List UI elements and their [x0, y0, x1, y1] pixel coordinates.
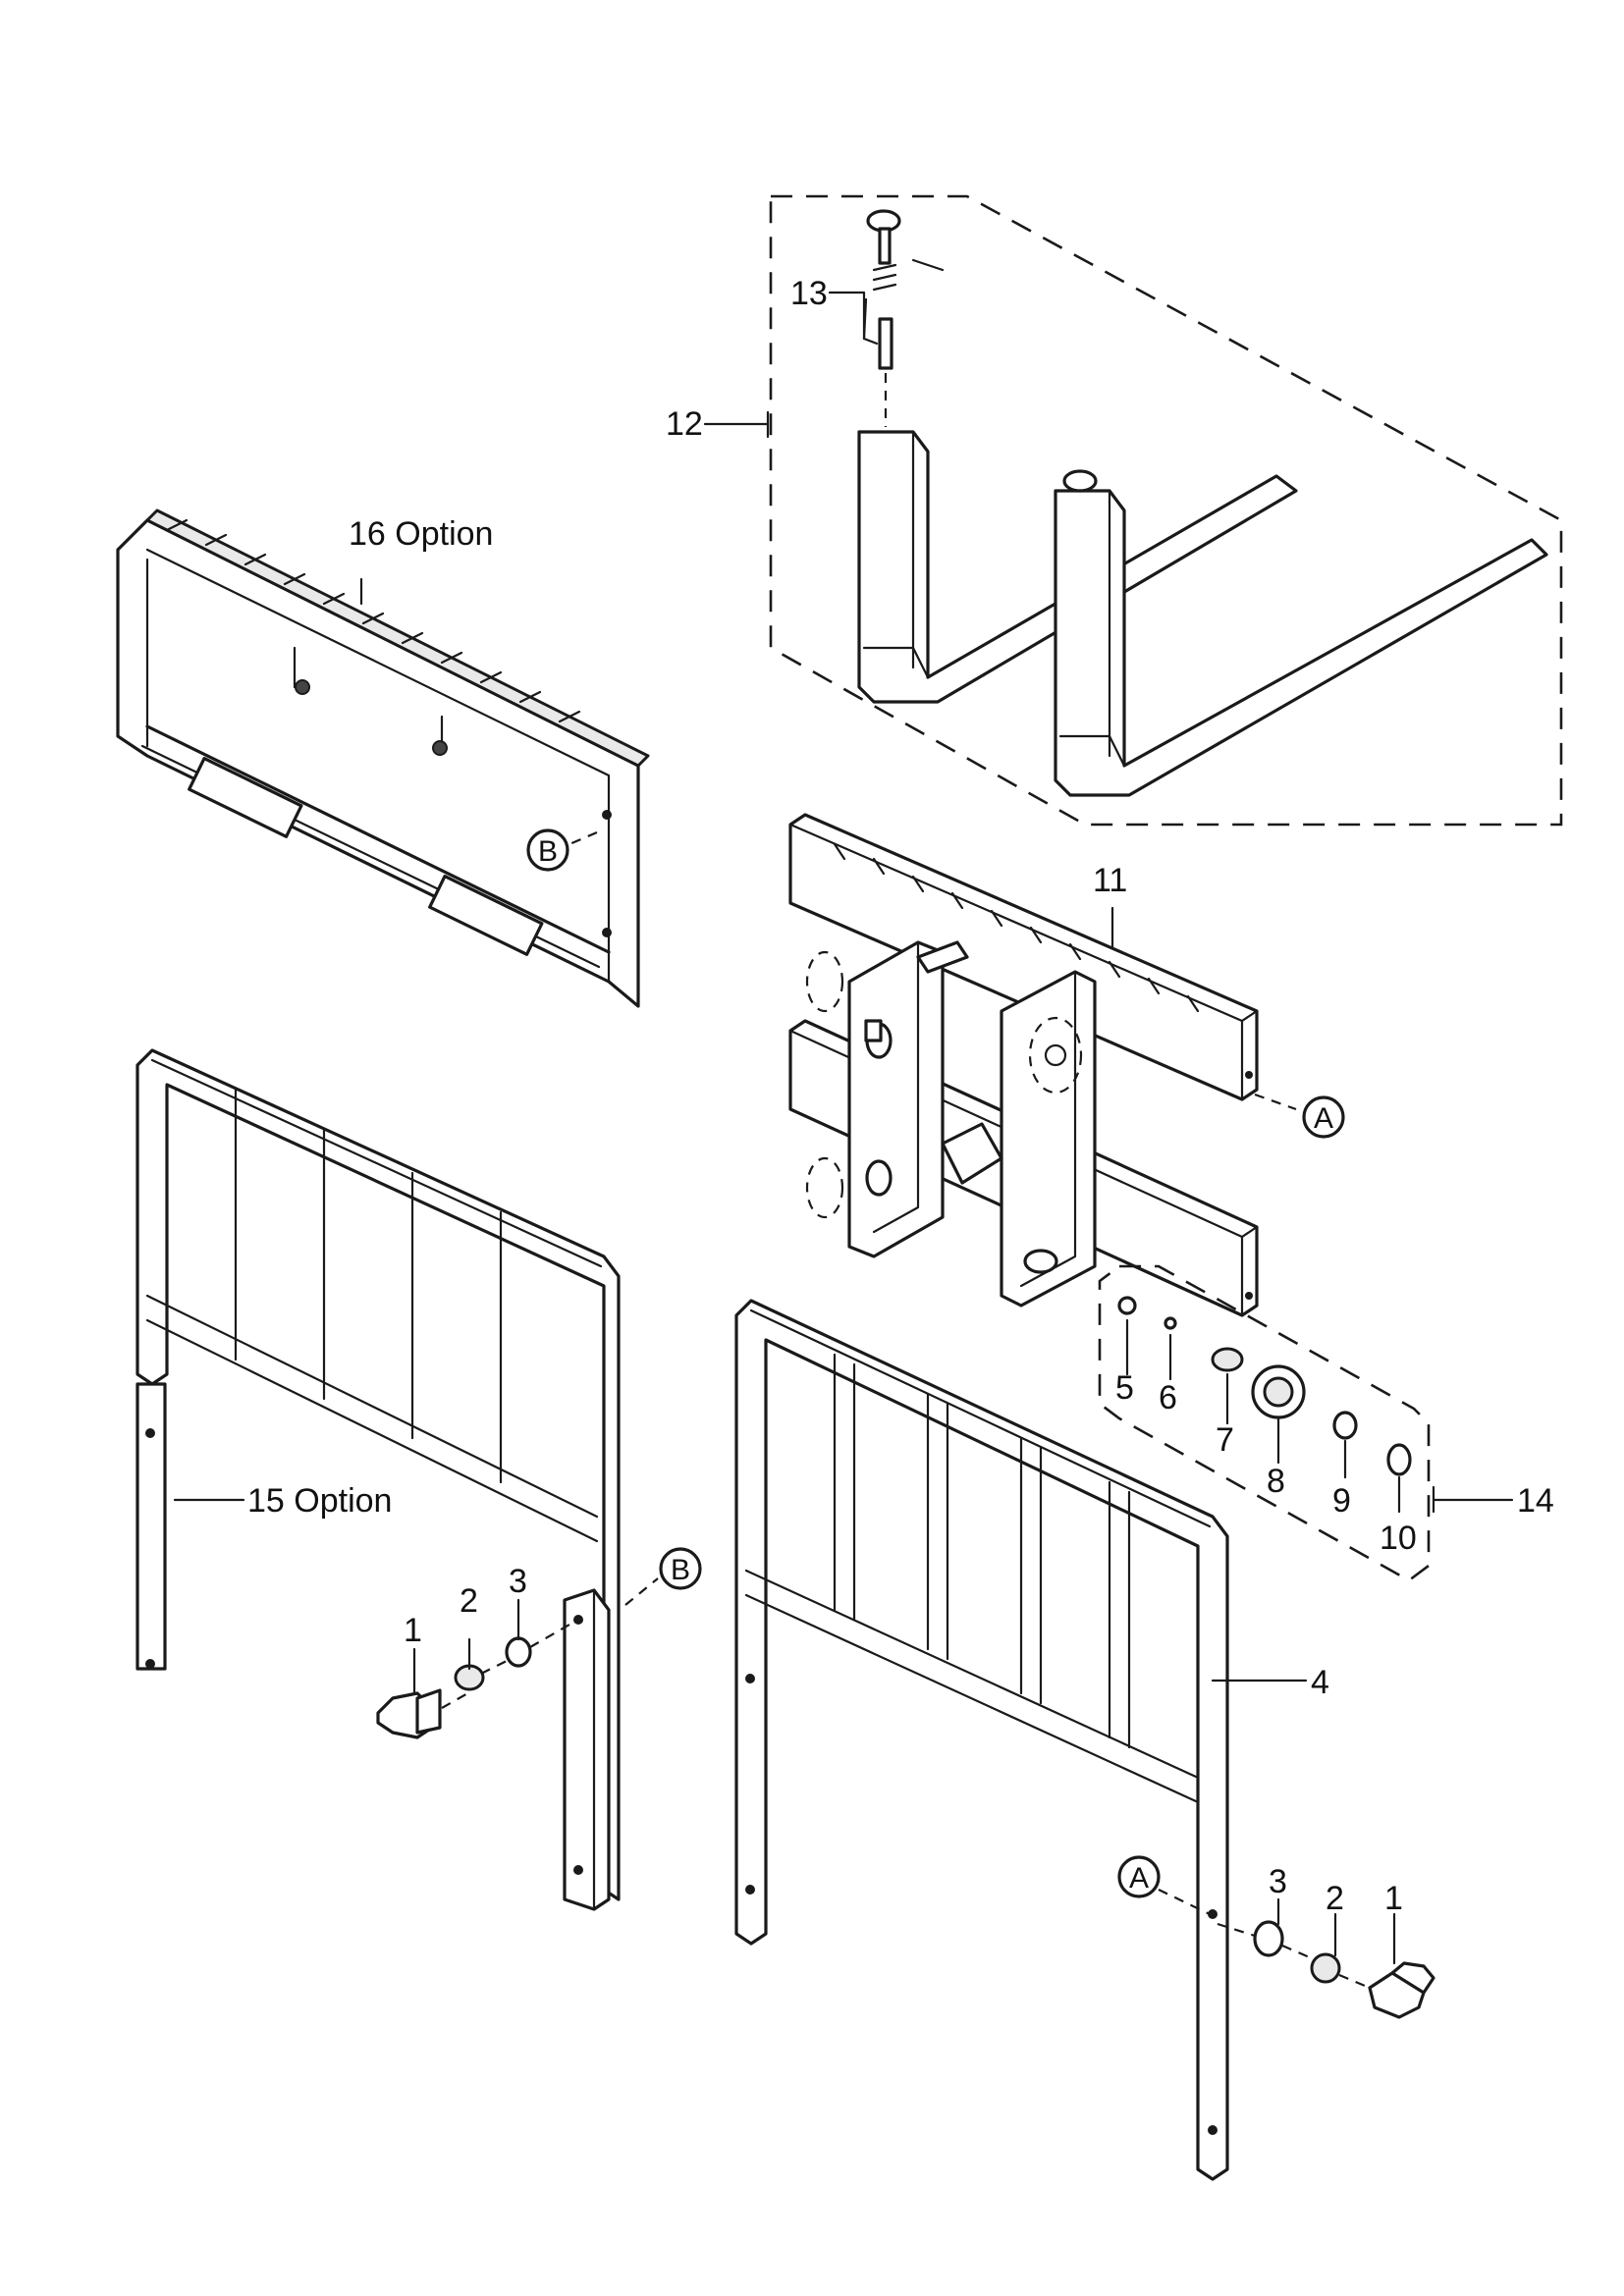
- load-backrest-option: [116, 508, 650, 1008]
- callout-3-right: 3: [1269, 1863, 1287, 1900]
- callout-12: 12: [666, 405, 703, 443]
- load-backrest: [734, 1299, 1229, 2181]
- callout-2-left: 2: [460, 1582, 478, 1620]
- fasteners-left: [376, 1624, 570, 1739]
- fork-carriage: [788, 813, 1259, 1317]
- backrest-extension-option: [135, 1048, 621, 1911]
- ref-a-top: A: [1314, 1102, 1333, 1135]
- callout-7: 7: [1216, 1421, 1234, 1459]
- callout-4: 4: [1311, 1664, 1329, 1701]
- callout-14: 14: [1517, 1482, 1554, 1520]
- ref-b-bottom-circle: [659, 1547, 702, 1590]
- callout-2-right: 2: [1326, 1880, 1344, 1917]
- ref-b-top-circle: [526, 828, 569, 872]
- fasteners-right: [1217, 1920, 1435, 2019]
- leader-lines: [173, 291, 1514, 1965]
- lock-pin: [866, 209, 945, 427]
- callout-1-left: 1: [404, 1612, 422, 1649]
- ref-a-top-circle: [1302, 1095, 1345, 1139]
- callout-13: 13: [790, 275, 828, 312]
- callout-16: 16 Option: [349, 515, 493, 553]
- callout-1-right: 1: [1384, 1880, 1403, 1917]
- callout-6: 6: [1159, 1379, 1177, 1416]
- ref-b-top: B: [538, 835, 558, 868]
- callout-8: 8: [1267, 1463, 1285, 1500]
- callout-15: 15 Option: [247, 1482, 392, 1520]
- reference-markers: B A B A: [526, 828, 1345, 1898]
- callout-labels: 12 13 16 Option 11 5 6 7 8 9 10 14 15 Op…: [247, 275, 1554, 1917]
- callout-11: 11: [1093, 862, 1127, 899]
- callout-9: 9: [1332, 1482, 1351, 1520]
- callout-5: 5: [1115, 1369, 1134, 1407]
- ref-b-bottom: B: [671, 1554, 690, 1586]
- ref-a-bottom: A: [1129, 1862, 1149, 1895]
- ref-a-bottom-circle: [1117, 1855, 1161, 1898]
- fork-assembly: [769, 194, 1563, 827]
- callout-3-left: 3: [509, 1563, 527, 1600]
- roller-kit: [1098, 1264, 1431, 1582]
- callout-10: 10: [1380, 1520, 1417, 1557]
